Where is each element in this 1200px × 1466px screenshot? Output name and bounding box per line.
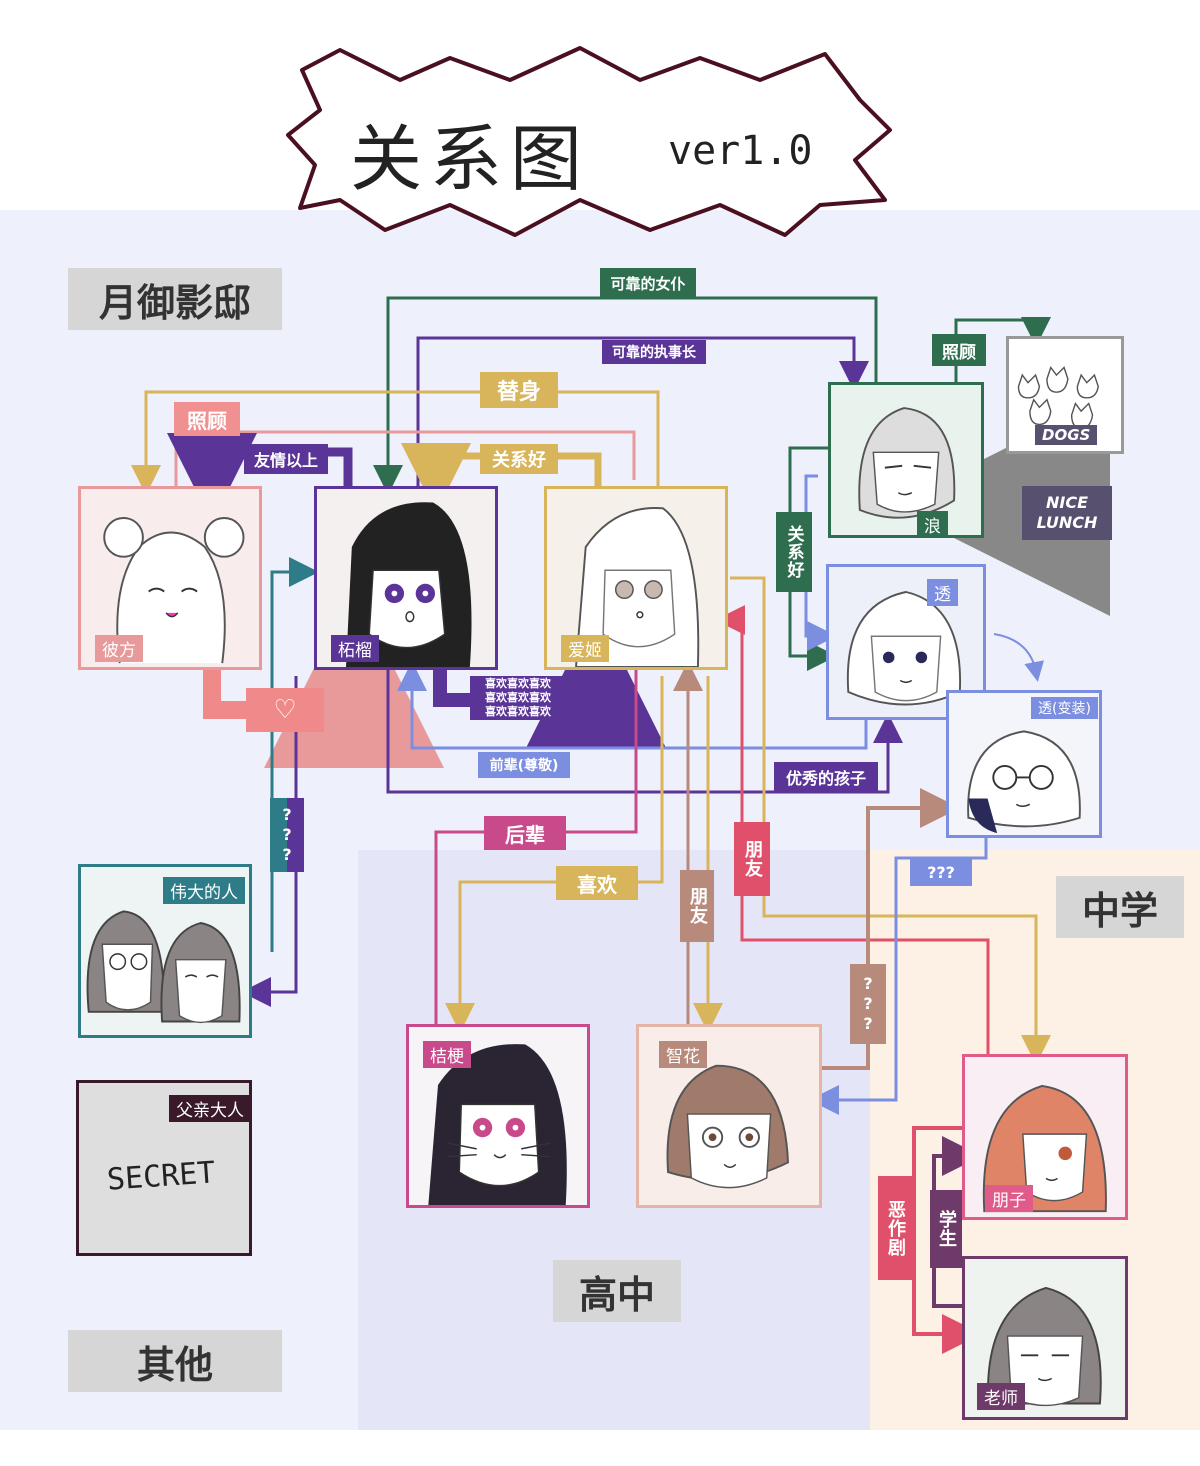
rel-student: 学生 xyxy=(930,1190,962,1268)
name-tag-teacher: 老师 xyxy=(977,1383,1025,1410)
chika-portrait-icon xyxy=(666,1064,790,1189)
rel-question-teal: ??? xyxy=(270,798,304,872)
name-tag-rou: 浪 xyxy=(917,511,948,535)
rel-question-blue: ??? xyxy=(910,858,972,886)
rel-senior-respect: 前辈(尊敬) xyxy=(478,752,570,778)
rel-good-relation-vertical: 关系好 xyxy=(776,512,812,592)
card-kikyou[interactable]: 桔梗 xyxy=(406,1024,590,1208)
nice-lunch-label: NICE LUNCH xyxy=(1022,486,1112,540)
name-tag-aiki: 爱姬 xyxy=(561,635,609,662)
kanata-portrait-icon xyxy=(103,517,245,664)
tooru-portrait-icon xyxy=(846,591,962,706)
aiki-portrait-icon xyxy=(575,507,700,667)
tooru-disguise-portrait-icon xyxy=(967,730,1081,834)
card-teacher[interactable]: 老师 xyxy=(962,1256,1128,1420)
zone-label-high-school: 高中 xyxy=(553,1260,681,1322)
name-tag-tooru: 透 xyxy=(927,579,958,606)
rel-like: 喜欢 xyxy=(556,866,638,900)
name-tag-father: 父亲大人 xyxy=(169,1095,249,1122)
rel-heart: ♡ xyxy=(246,688,324,732)
rel-like-repeated-line-1: 喜欢喜欢喜欢 xyxy=(485,677,551,690)
name-tag-tomoko: 朋子 xyxy=(985,1185,1033,1212)
rel-friend-red: 朋友 xyxy=(734,822,770,896)
rel-care-kanata: 照顾 xyxy=(174,402,240,436)
title-text: 关系图 xyxy=(350,117,591,201)
rel-good-relation: 关系好 xyxy=(480,444,558,474)
card-great-people[interactable]: 伟大的人 xyxy=(78,864,252,1038)
great-people-portrait-icon xyxy=(86,910,241,1024)
card-aiki[interactable]: 爱姬 xyxy=(544,486,728,670)
dogs-icon xyxy=(1017,365,1099,429)
rel-prank: 恶作剧 xyxy=(878,1176,912,1280)
rel-friend-tan: 朋友 xyxy=(680,870,714,942)
card-zakuro[interactable]: 柘榴 xyxy=(314,486,498,670)
zone-label-other: 其他 xyxy=(68,1330,282,1392)
rel-like-repeated: 喜欢喜欢喜欢 喜欢喜欢喜欢 喜欢喜欢喜欢 xyxy=(470,676,566,720)
rel-question-tan: ??? xyxy=(850,964,886,1044)
rel-substitute: 替身 xyxy=(480,372,558,408)
name-tag-great-people: 伟大的人 xyxy=(163,877,245,904)
dogs-label: DOGS xyxy=(1035,425,1098,445)
rel-care-rou: 照顾 xyxy=(932,334,986,366)
title-bubble xyxy=(286,46,892,237)
zakuro-portrait-icon xyxy=(346,502,472,667)
zone-label-mansion: 月御影邸 xyxy=(68,268,282,330)
tomoko-portrait-icon xyxy=(982,1084,1107,1213)
rel-excellent-child: 优秀的孩子 xyxy=(774,762,878,792)
kikyou-portrait-icon xyxy=(428,1044,567,1205)
card-chika[interactable]: 智花 xyxy=(636,1024,822,1208)
rel-like-repeated-line-3: 喜欢喜欢喜欢 xyxy=(485,705,551,718)
teacher-portrait-icon xyxy=(986,1286,1102,1407)
rou-portrait-icon xyxy=(858,407,956,519)
name-tag-tooru-disguise: 透(变装) xyxy=(1031,697,1098,719)
zone-label-middle-school: 中学 xyxy=(1056,876,1184,938)
name-tag-chika: 智花 xyxy=(659,1041,707,1068)
card-father[interactable]: 父亲大人 SECRET xyxy=(76,1080,252,1256)
card-tooru[interactable]: 透 xyxy=(826,564,986,720)
card-kanata[interactable]: 彼方 xyxy=(78,486,262,670)
title-version: ver1.0 xyxy=(668,128,813,174)
card-tomoko[interactable]: 朋子 xyxy=(962,1054,1128,1220)
card-tooru-disguise[interactable]: 透(变装) xyxy=(946,690,1102,838)
secret-text: SECRET xyxy=(105,1155,217,1198)
rel-reliable-butler: 可靠的执事长 xyxy=(602,340,706,364)
name-tag-zakuro: 柘榴 xyxy=(331,635,379,662)
name-tag-kikyou: 桔梗 xyxy=(423,1041,471,1068)
rel-reliable-maid: 可靠的女仆 xyxy=(600,268,696,298)
name-tag-kanata: 彼方 xyxy=(95,635,143,662)
rel-like-repeated-line-2: 喜欢喜欢喜欢 xyxy=(485,691,551,704)
rel-beyond-friendship: 友情以上 xyxy=(244,444,328,474)
rel-junior: 后辈 xyxy=(484,816,566,850)
dogs-card: DOGS xyxy=(1006,336,1124,454)
card-rou[interactable]: 浪 xyxy=(828,382,984,538)
